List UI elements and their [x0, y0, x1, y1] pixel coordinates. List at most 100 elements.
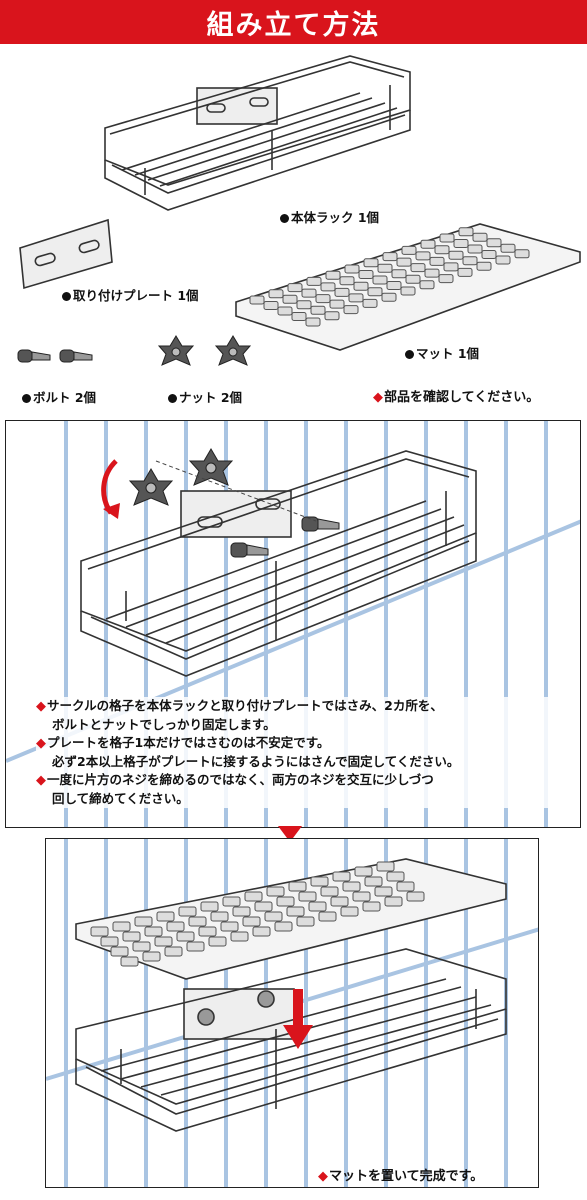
- plate-label: 取り付けプレート 1個: [62, 285, 199, 304]
- mat-cell: [242, 916, 261, 927]
- mat-cell: [340, 906, 359, 917]
- mat-cell: [405, 274, 421, 284]
- mat-cell: [296, 300, 312, 310]
- mat-cell: [458, 227, 474, 237]
- mat-cell: [448, 250, 464, 260]
- mat-cell: [352, 891, 371, 902]
- mat-cell: [472, 232, 488, 242]
- mat-cell: [100, 936, 119, 947]
- mat-cell: [263, 301, 279, 310]
- mat-cell: [154, 936, 173, 947]
- mat-cell: [308, 901, 327, 912]
- mat-cell: [372, 275, 388, 285]
- mat-cell: [244, 891, 263, 902]
- mat-cell: [220, 921, 239, 932]
- rack-illustration: [17, 55, 581, 366]
- mat-cell: [439, 233, 455, 243]
- mat-cell: [325, 270, 341, 280]
- mat-cell: [377, 263, 393, 273]
- mat-cell: [188, 916, 207, 927]
- mat-cell: [362, 901, 381, 912]
- mat-cell: [222, 896, 241, 907]
- mat-cell: [386, 281, 402, 290]
- mat-cell: [384, 896, 403, 907]
- mat-cell: [363, 258, 379, 268]
- mat-cell: [315, 294, 331, 304]
- mat-cell: [254, 901, 273, 912]
- mat-cell: [481, 250, 497, 259]
- mat-cell: [301, 288, 317, 298]
- mat-cell: [467, 244, 483, 254]
- mat-cell: [429, 256, 445, 266]
- mat-cell: [443, 262, 459, 272]
- mat-cell: [419, 280, 435, 290]
- mat-cell: [318, 911, 337, 922]
- mat-cell: [364, 876, 383, 887]
- mat-cell: [276, 896, 295, 907]
- mat-cell: [374, 886, 393, 897]
- mat-cell: [400, 286, 416, 296]
- note-item: ◆プレートを格子1本だけではさむのは不安定です。必ず2本以上格子がプレートに接す…: [36, 735, 460, 769]
- mat-cell: [208, 936, 227, 947]
- mat-cell: [112, 921, 131, 932]
- mat-cell: [401, 245, 417, 255]
- mat-cell: [382, 252, 398, 262]
- mat-cell: [144, 926, 163, 937]
- note-item: ◆サークルの格子を本体ラックと取り付けプレートではさみ、2カ所を、ボルトとナット…: [36, 698, 443, 732]
- mat-cell: [406, 891, 425, 902]
- mat-cell: [329, 299, 345, 309]
- mat-cell: [434, 245, 450, 255]
- mat-cell: [296, 916, 315, 927]
- mat-cell: [358, 270, 374, 279]
- mat-cell: [462, 256, 478, 266]
- mat-cell: [200, 901, 219, 912]
- mat-cell: [120, 956, 139, 967]
- confirm-parts-text: ◆部品を確認してください。: [373, 390, 540, 405]
- mat-cell: [287, 283, 303, 293]
- mat-cell: [90, 926, 109, 937]
- bolt-label: ボルト 2個: [22, 387, 96, 406]
- mat-cell: [122, 931, 141, 942]
- mat-cell: [343, 305, 359, 315]
- mat-cell: [353, 281, 369, 291]
- mat-cell: [344, 264, 360, 274]
- mat-cell: [286, 906, 305, 917]
- rack-label: 本体ラック 1個: [280, 207, 379, 226]
- mat-cell: [198, 926, 217, 937]
- mat-cell: [132, 941, 151, 952]
- mat-cell: [354, 866, 373, 877]
- mat-cell: [514, 249, 530, 259]
- mat-cell: [453, 239, 469, 248]
- mat-cell: [310, 876, 329, 887]
- mat-cell: [320, 282, 336, 292]
- mat-cell: [268, 289, 284, 299]
- mat-cell: [424, 268, 440, 278]
- mat-cell: [381, 292, 397, 302]
- mat-cell: [166, 921, 185, 932]
- mat-cell: [391, 269, 407, 279]
- mat-cell: [176, 931, 195, 942]
- step1-notes: ◆サークルの格子を本体ラックと取り付けプレートではさみ、2カ所を、ボルトとナット…: [36, 697, 566, 808]
- mat-cell: [376, 861, 395, 872]
- mat-cell: [348, 293, 364, 303]
- mat-cell: [324, 311, 340, 321]
- mat-cell: [232, 906, 251, 917]
- mat-cell: [142, 951, 161, 962]
- mat-cell: [320, 886, 339, 897]
- mat-cell: [330, 896, 349, 907]
- mat-cell: [210, 911, 229, 922]
- mat-cell: [420, 239, 436, 249]
- page-title: 組み立て方法: [0, 0, 587, 44]
- mat-cell: [230, 931, 249, 942]
- mat-cell: [264, 911, 283, 922]
- mat-cell: [367, 287, 383, 297]
- mat-cell: [476, 261, 492, 271]
- mat-cell: [186, 941, 205, 952]
- mat-cell: [415, 251, 431, 261]
- mat-cell: [332, 871, 351, 882]
- mat-cell: [500, 243, 516, 253]
- mat-cell: [495, 255, 511, 265]
- mat-cell: [339, 276, 355, 286]
- mat-cell: [288, 881, 307, 892]
- mat-cell: [342, 881, 361, 892]
